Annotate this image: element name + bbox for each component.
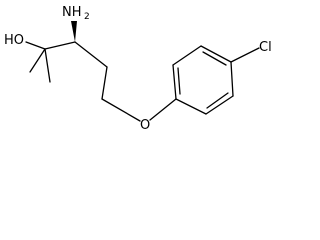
chemical-structure: HO NH 2 O Cl — [4, 5, 272, 133]
wedge-bond-c3-n — [71, 21, 77, 42]
hydroxyl-label: HO — [4, 33, 24, 48]
ring-double-2 — [202, 51, 227, 66]
ether-oxygen-label: O — [140, 118, 150, 133]
bond-aryl-cl — [230, 47, 260, 63]
ring-double-1 — [177, 67, 181, 95]
bond-o-c2 — [25, 41, 46, 50]
ring-bond-6 — [175, 98, 207, 115]
bond-lines — [25, 41, 177, 122]
bond-c5-o — [101, 98, 141, 122]
bond-c2-c3 — [44, 41, 76, 50]
ring-double-3 — [206, 92, 229, 109]
amine-label: NH — [62, 5, 82, 20]
bond-o-aryl — [149, 98, 177, 121]
bond-c2-methyl1 — [29, 48, 46, 73]
benzene-ring — [172, 45, 260, 115]
bond-c3-c4 — [74, 41, 108, 68]
chlorine-label: Cl — [259, 40, 272, 55]
ring-bond-3 — [200, 45, 232, 63]
bond-c4-c5 — [101, 66, 108, 100]
bond-c2-methyl2 — [44, 48, 51, 83]
ring-bond-1 — [172, 64, 177, 100]
amine-subscript: 2 — [84, 12, 90, 22]
ring-bond-2 — [172, 45, 202, 66]
ring-bond-4 — [230, 61, 234, 97]
ring-bond-5 — [205, 95, 234, 115]
